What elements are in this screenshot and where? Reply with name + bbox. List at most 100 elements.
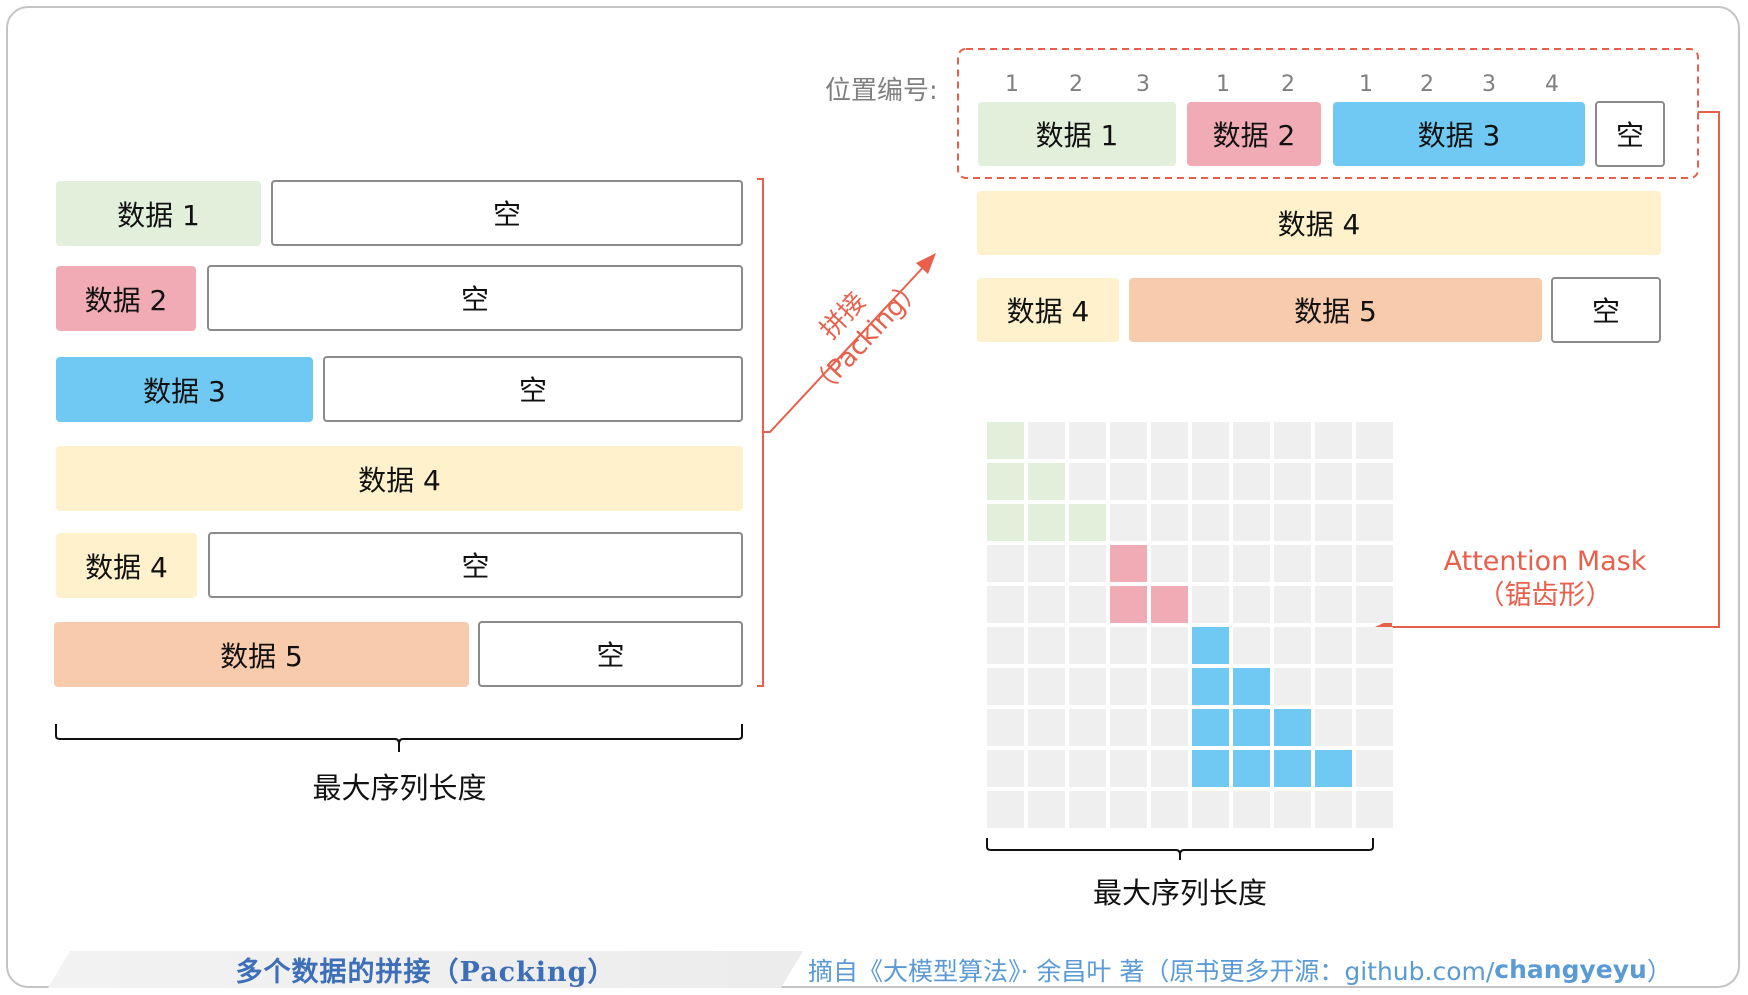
mask-cell <box>1356 463 1393 500</box>
mask-cell <box>1274 422 1311 459</box>
left-length-brace <box>55 724 743 752</box>
mask-cell <box>1274 586 1311 623</box>
mask-cell <box>1315 422 1352 459</box>
mask-cell <box>987 463 1024 500</box>
mask-cell <box>1315 791 1352 828</box>
mask-cell <box>1069 545 1106 582</box>
position-highlight-box <box>957 48 1699 179</box>
left-axis-label: 最大序列长度 <box>312 771 487 805</box>
mask-cell <box>1110 668 1147 705</box>
mask-cell <box>1069 422 1106 459</box>
left-data-5: 数据 5 <box>54 622 469 687</box>
mask-cell <box>987 545 1024 582</box>
mask-cell <box>1192 504 1229 541</box>
mask-cell <box>1274 668 1311 705</box>
mask-cell <box>987 750 1024 787</box>
mask-cell <box>1110 709 1147 746</box>
left-empty-4: 空 <box>208 532 743 598</box>
pos-num: 2 <box>1069 72 1083 97</box>
mask-cell <box>1110 545 1147 582</box>
mask-cell <box>1069 668 1106 705</box>
left-data-4-full: 数据 4 <box>56 446 743 511</box>
mask-cell <box>1233 463 1270 500</box>
mask-cell <box>1069 627 1106 664</box>
packed-data-4-part: 数据 4 <box>977 278 1119 342</box>
right-axis-label: 最大序列长度 <box>1092 876 1267 910</box>
mask-cell <box>1356 709 1393 746</box>
pos-num: 2 <box>1281 72 1295 97</box>
mask-cell <box>1192 463 1229 500</box>
mask-cell <box>1151 750 1188 787</box>
mask-cell <box>1028 545 1065 582</box>
packing-arrow-line <box>763 261 929 433</box>
mask-cell <box>1110 791 1147 828</box>
left-data-2: 数据 2 <box>56 266 196 331</box>
mask-cell <box>1356 750 1393 787</box>
left-data-1: 数据 1 <box>56 181 261 246</box>
position-label: 位置编号: <box>825 76 938 106</box>
mask-cell <box>1315 463 1352 500</box>
mask-connector-line <box>1390 111 1720 628</box>
left-empty-2: 空 <box>207 265 743 331</box>
mask-cell <box>1028 627 1065 664</box>
mask-cell <box>1110 422 1147 459</box>
caption-band <box>48 951 803 988</box>
mask-cell <box>1274 463 1311 500</box>
right-length-brace <box>986 838 1374 860</box>
left-data-4-part: 数据 4 <box>56 533 197 598</box>
packed-empty-2: 空 <box>1551 277 1661 343</box>
packed-empty-1: 空 <box>1595 101 1665 167</box>
packed-data-3: 数据 3 <box>1333 102 1585 166</box>
mask-cell <box>1151 627 1188 664</box>
mask-cell <box>1028 586 1065 623</box>
mask-cell <box>1356 668 1393 705</box>
mask-cell <box>1069 463 1106 500</box>
left-empty-1: 空 <box>271 180 743 246</box>
mask-cell <box>1069 586 1106 623</box>
mask-cell <box>1233 668 1270 705</box>
mask-cell <box>1233 750 1270 787</box>
mask-cell <box>1356 627 1393 664</box>
packed-data-5: 数据 5 <box>1129 278 1542 342</box>
mask-cell <box>1151 463 1188 500</box>
mask-cell <box>1356 586 1393 623</box>
mask-cell <box>1315 504 1352 541</box>
mask-cell <box>1315 668 1352 705</box>
mask-cell <box>1151 504 1188 541</box>
left-data-3: 数据 3 <box>56 357 313 422</box>
packing-bracket <box>757 178 764 687</box>
mask-cell <box>1315 709 1352 746</box>
left-empty-3: 空 <box>323 356 743 422</box>
pos-num: 1 <box>1005 72 1019 97</box>
figure-frame <box>6 6 1740 988</box>
mask-cell <box>1110 463 1147 500</box>
mask-cell <box>1192 668 1229 705</box>
mask-cell <box>1110 504 1147 541</box>
mask-cell <box>1356 422 1393 459</box>
mask-cell <box>1315 627 1352 664</box>
mask-cell <box>1028 750 1065 787</box>
packing-arrow-head <box>916 253 936 274</box>
mask-cell <box>1192 627 1229 664</box>
source-credit: 摘自《大模型算法》· 余昌叶 著（原书更多开源：github.com/chang… <box>808 955 1672 986</box>
mask-cell <box>987 586 1024 623</box>
mask-cell <box>1274 791 1311 828</box>
mask-cell <box>1274 709 1311 746</box>
mask-cell <box>1356 791 1393 828</box>
mask-cell <box>1110 586 1147 623</box>
mask-cell <box>1274 504 1311 541</box>
mask-cell <box>1151 791 1188 828</box>
pos-num: 1 <box>1216 72 1230 97</box>
packed-data-4-full: 数据 4 <box>977 191 1661 255</box>
mask-cell <box>1028 709 1065 746</box>
mask-cell <box>1151 709 1188 746</box>
mask-cell <box>987 709 1024 746</box>
pos-num: 3 <box>1482 72 1496 97</box>
mask-cell <box>1028 791 1065 828</box>
pos-num: 2 <box>1420 72 1434 97</box>
mask-cell <box>1356 545 1393 582</box>
mask-cell <box>1192 586 1229 623</box>
mask-cell <box>1192 545 1229 582</box>
mask-cell <box>1110 627 1147 664</box>
pos-num: 1 <box>1359 72 1373 97</box>
